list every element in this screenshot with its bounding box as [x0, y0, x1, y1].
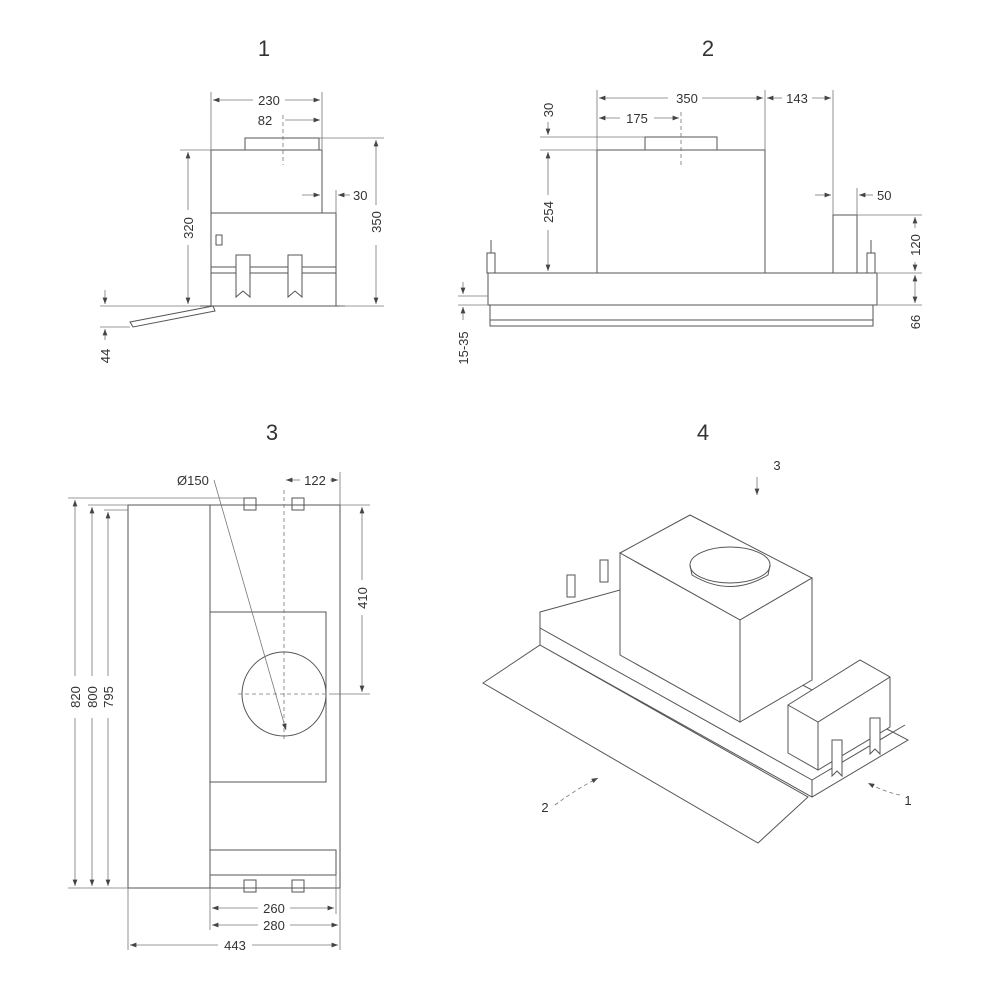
- view-3-top: 3 Ø150 122 410 820 800 795: [68, 420, 370, 953]
- dim-320: 320: [181, 217, 196, 239]
- dim-260: 260: [263, 901, 285, 916]
- duct-ring: [689, 546, 771, 584]
- view-1-side: 1 230 82 320 350 30 4: [98, 36, 384, 363]
- front-flap: [482, 644, 809, 844]
- motor-side: [739, 577, 813, 723]
- dim-82: 82: [258, 113, 272, 128]
- dim-15-35: 15-35: [456, 331, 471, 364]
- callout-2: 2: [541, 800, 548, 815]
- dim-443: 443: [224, 938, 246, 953]
- front-flap: [129, 305, 216, 328]
- motor-housing: [596, 149, 766, 274]
- dim-175: 175: [626, 111, 648, 126]
- dim-122: 122: [304, 473, 326, 488]
- dim-800: 800: [85, 686, 100, 708]
- view-2-title: 2: [702, 36, 714, 61]
- dim-280: 280: [263, 918, 285, 933]
- dim-30: 30: [541, 103, 556, 117]
- motor-housing: [210, 149, 323, 214]
- bracket-right: [869, 717, 881, 756]
- dim-410: 410: [355, 587, 370, 609]
- bracket-left: [235, 254, 251, 299]
- dim-350: 350: [676, 91, 698, 106]
- control-box: [832, 214, 858, 274]
- front-panel: [489, 304, 874, 327]
- view-3-title: 3: [266, 420, 278, 445]
- dim-50: 50: [877, 188, 891, 203]
- view-2-front: 2 350 143 175 30 254 50: [456, 36, 923, 365]
- duct-outlet: [244, 137, 320, 151]
- dim-30: 30: [353, 188, 367, 203]
- front-flap: [127, 504, 211, 889]
- callout-3: 3: [773, 458, 780, 473]
- dim-diameter-150: Ø150: [177, 473, 209, 488]
- dim-143: 143: [786, 91, 808, 106]
- dim-350: 350: [369, 211, 384, 233]
- bracket-right: [287, 254, 303, 299]
- control-box: [210, 212, 337, 307]
- callout-1: 1: [904, 793, 911, 808]
- control-box: [787, 659, 891, 771]
- dim-120: 120: [908, 234, 923, 256]
- view-4-isometric: 4 3 2 1: [482, 420, 912, 844]
- dim-820: 820: [68, 686, 83, 708]
- dim-66: 66: [908, 315, 923, 329]
- dim-230: 230: [258, 93, 280, 108]
- dim-795: 795: [101, 686, 116, 708]
- dim-44: 44: [98, 349, 113, 363]
- frame: [487, 272, 878, 306]
- view-1-title: 1: [258, 36, 270, 61]
- bracket-left: [831, 739, 843, 778]
- dim-254: 254: [541, 201, 556, 223]
- view-4-title: 4: [697, 420, 709, 445]
- control-band: [209, 849, 337, 876]
